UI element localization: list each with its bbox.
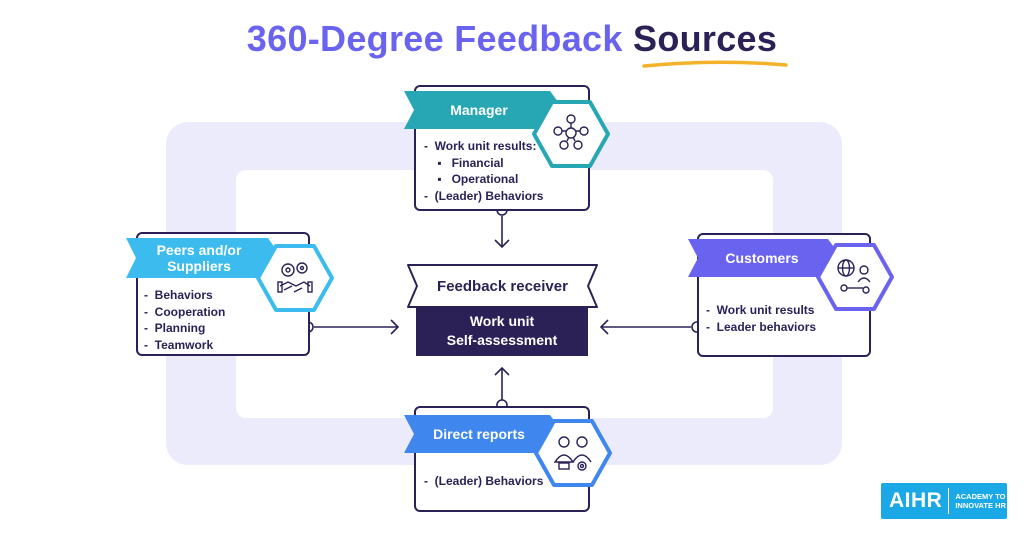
manager-ribbon-shape xyxy=(404,91,564,129)
list-item: - Cooperation xyxy=(144,304,226,319)
title-part-2: Sources xyxy=(633,18,778,59)
title-part-1: 360-Degree Feedback xyxy=(246,18,623,59)
peers-hex xyxy=(256,244,334,312)
list-item: - Leader behaviors xyxy=(706,319,817,334)
manager-items: - Work unit results: ▪ Financial ▪ Opera… xyxy=(424,138,543,204)
center-line-2: Self-assessment xyxy=(446,332,558,348)
list-item: - Teamwork xyxy=(144,337,214,352)
list-item: - Work unit results: xyxy=(424,139,537,153)
feedback-receiver-label: Feedback receiver xyxy=(437,277,568,295)
manager-hex xyxy=(532,100,610,168)
team-network-icon xyxy=(553,114,589,150)
direct-reports-hex xyxy=(534,419,612,487)
gears-handshake-icon xyxy=(277,262,313,293)
list-item: - Planning xyxy=(144,321,206,335)
self-assessment-box: Work unit Self-assessment xyxy=(416,306,588,356)
list-item: - (Leader) Behaviors xyxy=(424,188,544,203)
direct-reports-ribbon-shape xyxy=(404,415,564,453)
list-item: - Work unit results xyxy=(706,303,815,317)
logo-main: AIHR xyxy=(889,489,943,512)
peers-items: - Behaviors - Cooperation - Planning - T… xyxy=(144,287,225,353)
list-item: ▪ Financial xyxy=(424,155,504,170)
people-gear-icon xyxy=(553,436,592,471)
customers-ribbon-shape xyxy=(688,239,842,277)
center-ribbon-shape xyxy=(407,264,598,308)
center-line-1: Work unit xyxy=(469,313,535,329)
feedback-receiver: Feedback receiver xyxy=(405,262,600,310)
customers-items: - Work unit results - Leader behaviors xyxy=(706,302,816,335)
list-item: - (Leader) Behaviors xyxy=(424,474,544,488)
customers-label: Customers xyxy=(725,250,799,266)
title-underline xyxy=(642,60,788,68)
list-item: ▪ Operational xyxy=(424,172,519,186)
direct-reports-items: - (Leader) Behaviors xyxy=(424,473,543,490)
peers-ribbon-shape xyxy=(126,238,282,278)
manager-label: Manager xyxy=(450,102,508,118)
list-item: - Behaviors xyxy=(144,288,213,302)
page-title: 360-Degree Feedback Sources xyxy=(0,18,1024,60)
direct-reports-label: Direct reports xyxy=(433,426,525,442)
logo-divider xyxy=(948,488,950,514)
customers-hex xyxy=(816,243,894,311)
globe-users-icon xyxy=(837,259,871,294)
